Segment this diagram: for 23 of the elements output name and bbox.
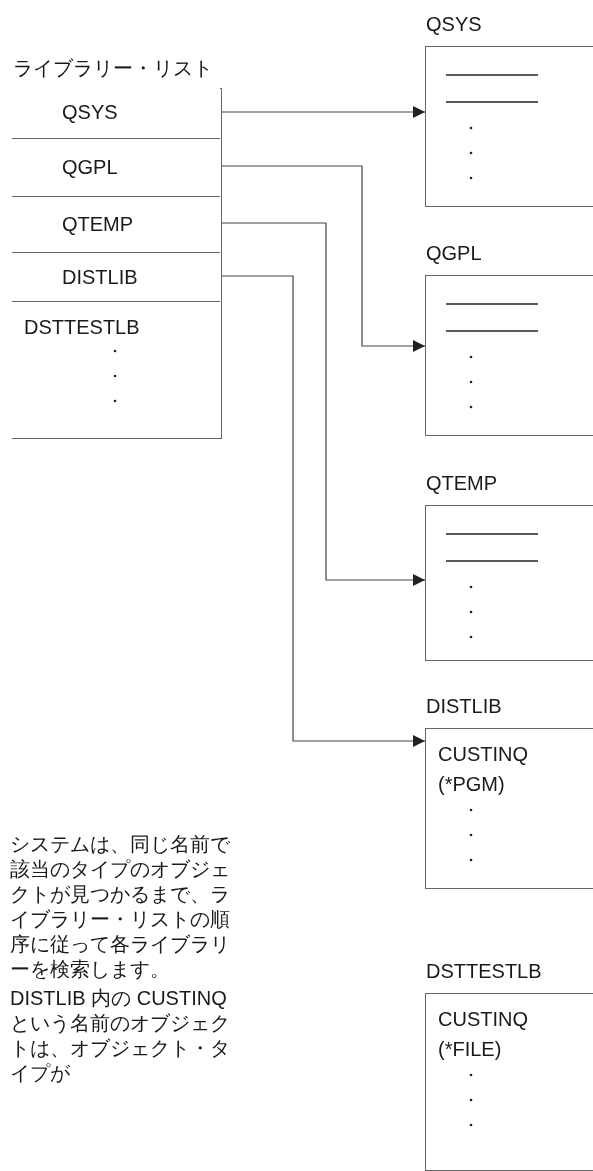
note-text: システムは、同じ名前で該当のタイプのオブジェクトが見つかるまで、ライブラリー・リストの順序に従って各ライブラリーを検索します。: [10, 832, 231, 982]
arrow: [221, 222, 426, 586]
list-row: [12, 138, 220, 196]
heading: DSTTESTLB: [426, 960, 542, 983]
heading: DISTLIB: [426, 695, 502, 718]
arrow: [221, 165, 426, 352]
heading: QSYS: [426, 13, 482, 36]
heading: QGPL: [426, 242, 482, 265]
arrow: [221, 106, 426, 118]
note-text: DISTLIB 内の CUSTINQ という名前のオブジェクトは、オブジェクト・タイプが: [10, 986, 231, 1086]
library-name: QTEMP: [62, 213, 134, 236]
library-name: DSTTESTLB: [24, 316, 140, 339]
heading: QTEMP: [426, 472, 498, 495]
list-row: [12, 252, 220, 301]
arrow: [221, 275, 426, 747]
library-name: DISTLIB: [62, 266, 138, 289]
list-row: [12, 196, 220, 252]
library-name: QGPL: [62, 156, 118, 179]
list-row: [12, 301, 220, 438]
object-name: CUSTINQ (*FILE): [438, 1007, 529, 1062]
heading: ライブラリー・リスト: [13, 56, 213, 81]
object-name: CUSTINQ (*PGM): [438, 742, 529, 797]
library-name: QSYS: [62, 101, 118, 124]
